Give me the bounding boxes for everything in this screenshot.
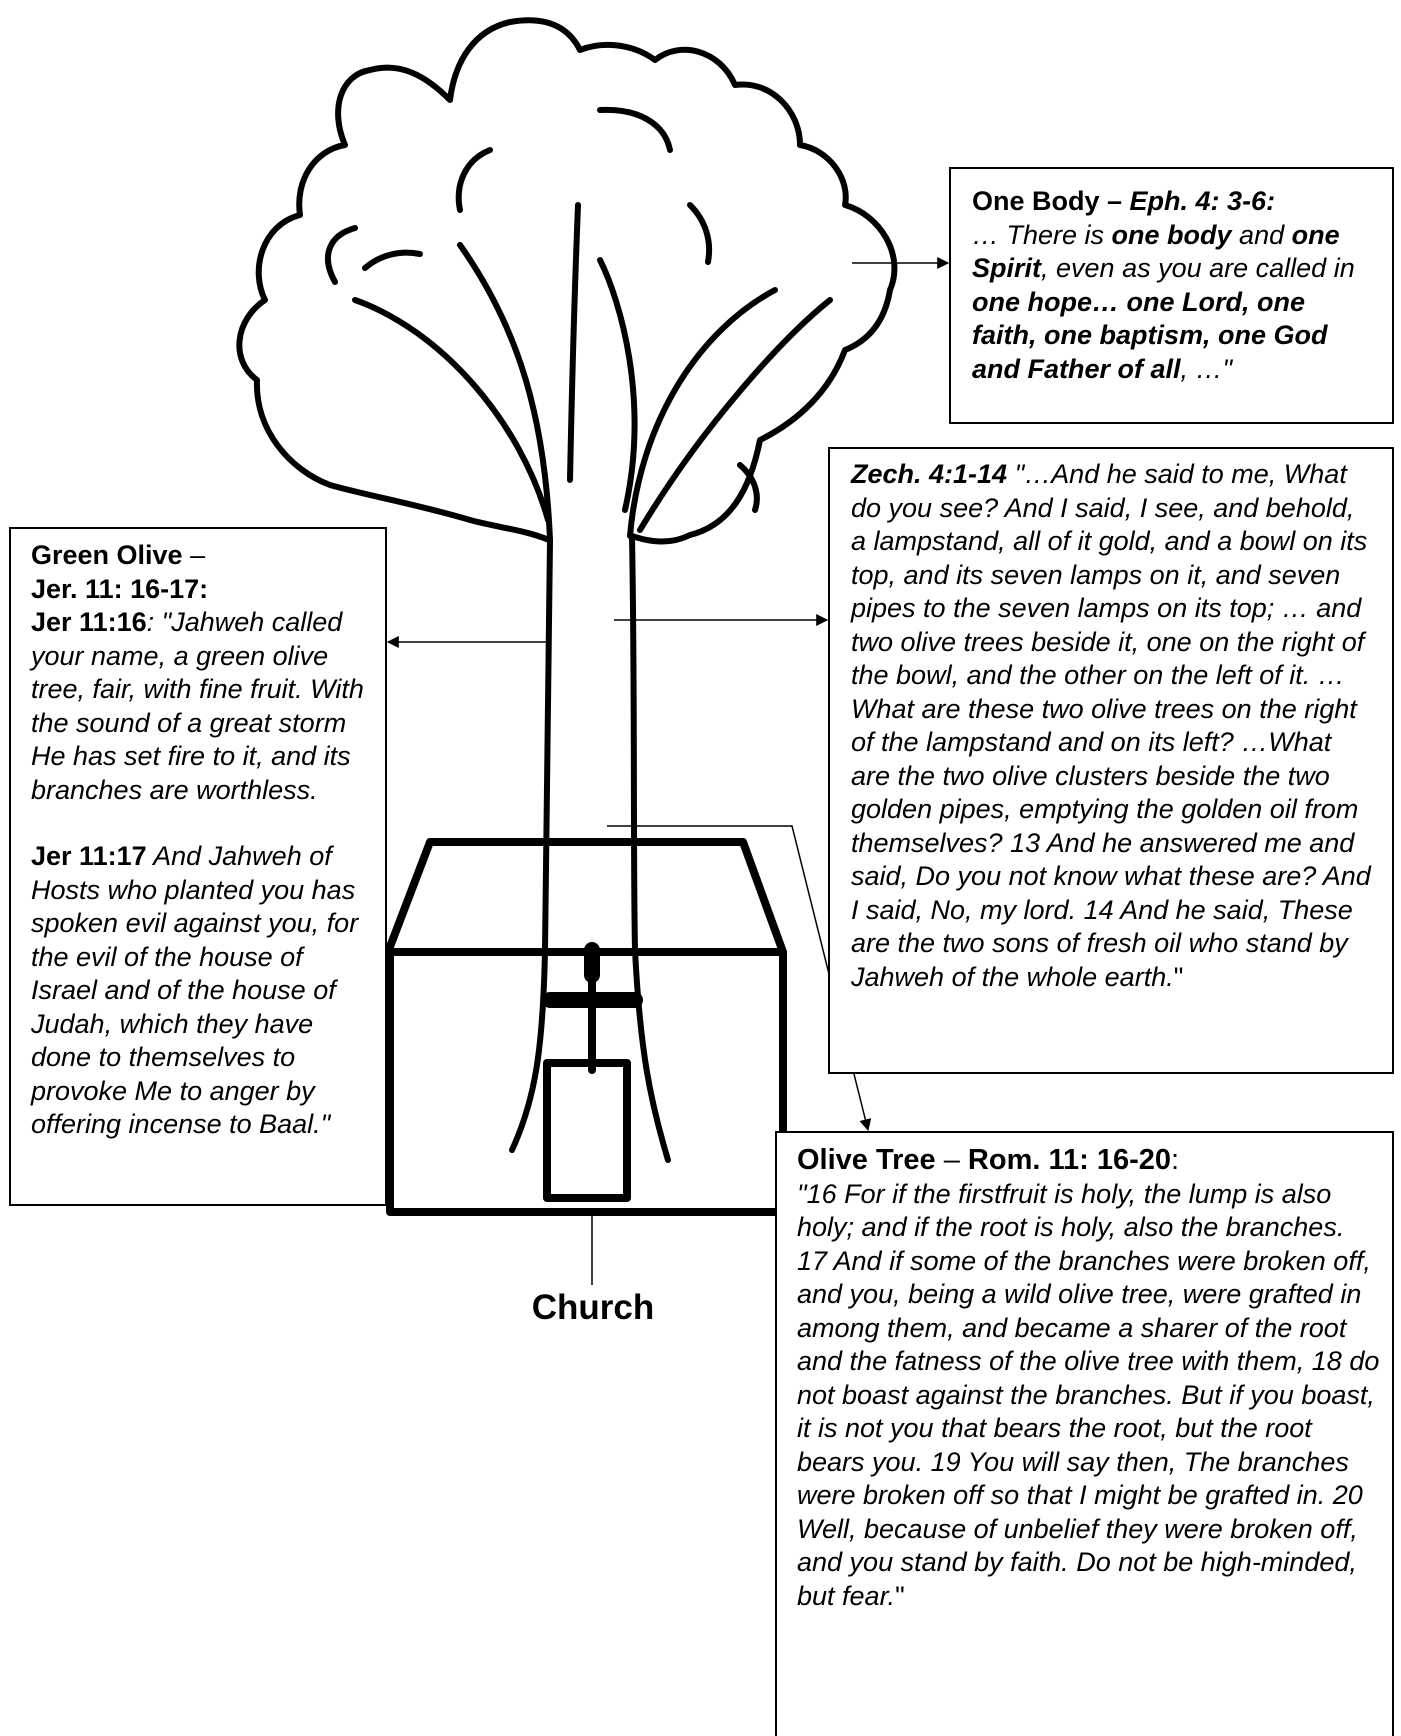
jer-v17: Jer 11:17 And Jahweh of Hosts who plante… <box>31 840 375 1142</box>
one-body-text-3: , even as you are called in <box>1041 253 1355 283</box>
jer-v16-text: : "Jahweh called your name, a green oliv… <box>31 607 364 805</box>
jer-box: Green Olive – Jer. 11: 16-17: Jer 11:16:… <box>9 527 387 1206</box>
one-body-bold-1: one body <box>1111 219 1232 250</box>
rom-heading-line: Olive Tree – Rom. 11: 16-20: <box>797 1144 1380 1178</box>
leaf-stroke <box>737 462 760 513</box>
one-body-heading: One Body <box>972 186 1100 216</box>
zech-ref: Zech. 4:1-14 <box>851 459 1008 489</box>
zech-box: Zech. 4:1-14 "…And he said to me, What d… <box>828 447 1394 1074</box>
jer-v17-ref: Jer 11:17 <box>31 841 147 871</box>
rom-ref: Rom. 11: 16-20 <box>967 1144 1172 1176</box>
rom-v16: "16 For if the firstfruit is holy, the l… <box>797 1178 1345 1243</box>
one-body-bold-2: one Spirit <box>972 219 1340 284</box>
jer-v16-ref: Jer 11:16 <box>31 607 147 637</box>
leaf-stroke <box>455 147 493 213</box>
church-wall <box>386 948 787 1216</box>
jer-v17-text: And Jahweh of Hosts who planted you has … <box>31 841 359 1139</box>
rom-v17-text: 17 And if some of the branches were brok… <box>797 1245 1380 1611</box>
jer-heading: Green Olive <box>31 540 183 570</box>
tree-branches <box>352 202 833 543</box>
leaf-stroke <box>687 202 713 265</box>
zech-close-quote: " <box>1173 961 1184 992</box>
jer-dash: – <box>182 540 206 570</box>
zech-body: "…And he said to me, What do you see? An… <box>851 459 1371 992</box>
one-body-ref: Eph. 4: 3-6: <box>1129 186 1276 216</box>
one-body-box: One Body – Eph. 4: 3-6: … There is one bo… <box>949 167 1394 424</box>
one-body-bold-3: one hope… one Lord, one faith, one bapti… <box>972 286 1328 384</box>
rom-dash: – <box>935 1144 968 1176</box>
rom-close-quote: " <box>895 1580 905 1611</box>
jer-v16: Jer 11:16: "Jahweh called your name, a g… <box>31 606 375 807</box>
jer-heading-line: Green Olive – <box>31 539 375 573</box>
rom-box: Olive Tree – Rom. 11: 16-20: "16 For if … <box>775 1131 1394 1736</box>
rom-v17: 17 And if some of the branches were brok… <box>797 1245 1380 1614</box>
rom-heading: Olive Tree <box>797 1144 936 1176</box>
church-door <box>543 1059 631 1202</box>
rom-colon: : <box>1171 1144 1180 1176</box>
tree-trunk <box>509 533 671 1163</box>
church-label: Church <box>531 1288 655 1327</box>
one-body-text-4: , …" <box>1180 353 1233 384</box>
leaf-stroke <box>362 249 423 271</box>
one-body-dash: – <box>1099 186 1130 216</box>
one-body-text-2: and <box>1231 219 1292 250</box>
one-body-text: One Body – Eph. 4: 3-6: … There is one bo… <box>972 185 1372 386</box>
church-roof <box>384 838 787 954</box>
one-body-text-1: … There is <box>972 219 1112 250</box>
leaf-stroke <box>597 106 673 153</box>
zech-text: Zech. 4:1-14 "…And he said to me, What d… <box>851 458 1376 994</box>
jer-ref: Jer. 11: 16-17: <box>31 573 209 604</box>
church-building <box>384 838 787 1216</box>
tree-crown <box>236 17 898 545</box>
leaf-stroke <box>324 225 358 285</box>
